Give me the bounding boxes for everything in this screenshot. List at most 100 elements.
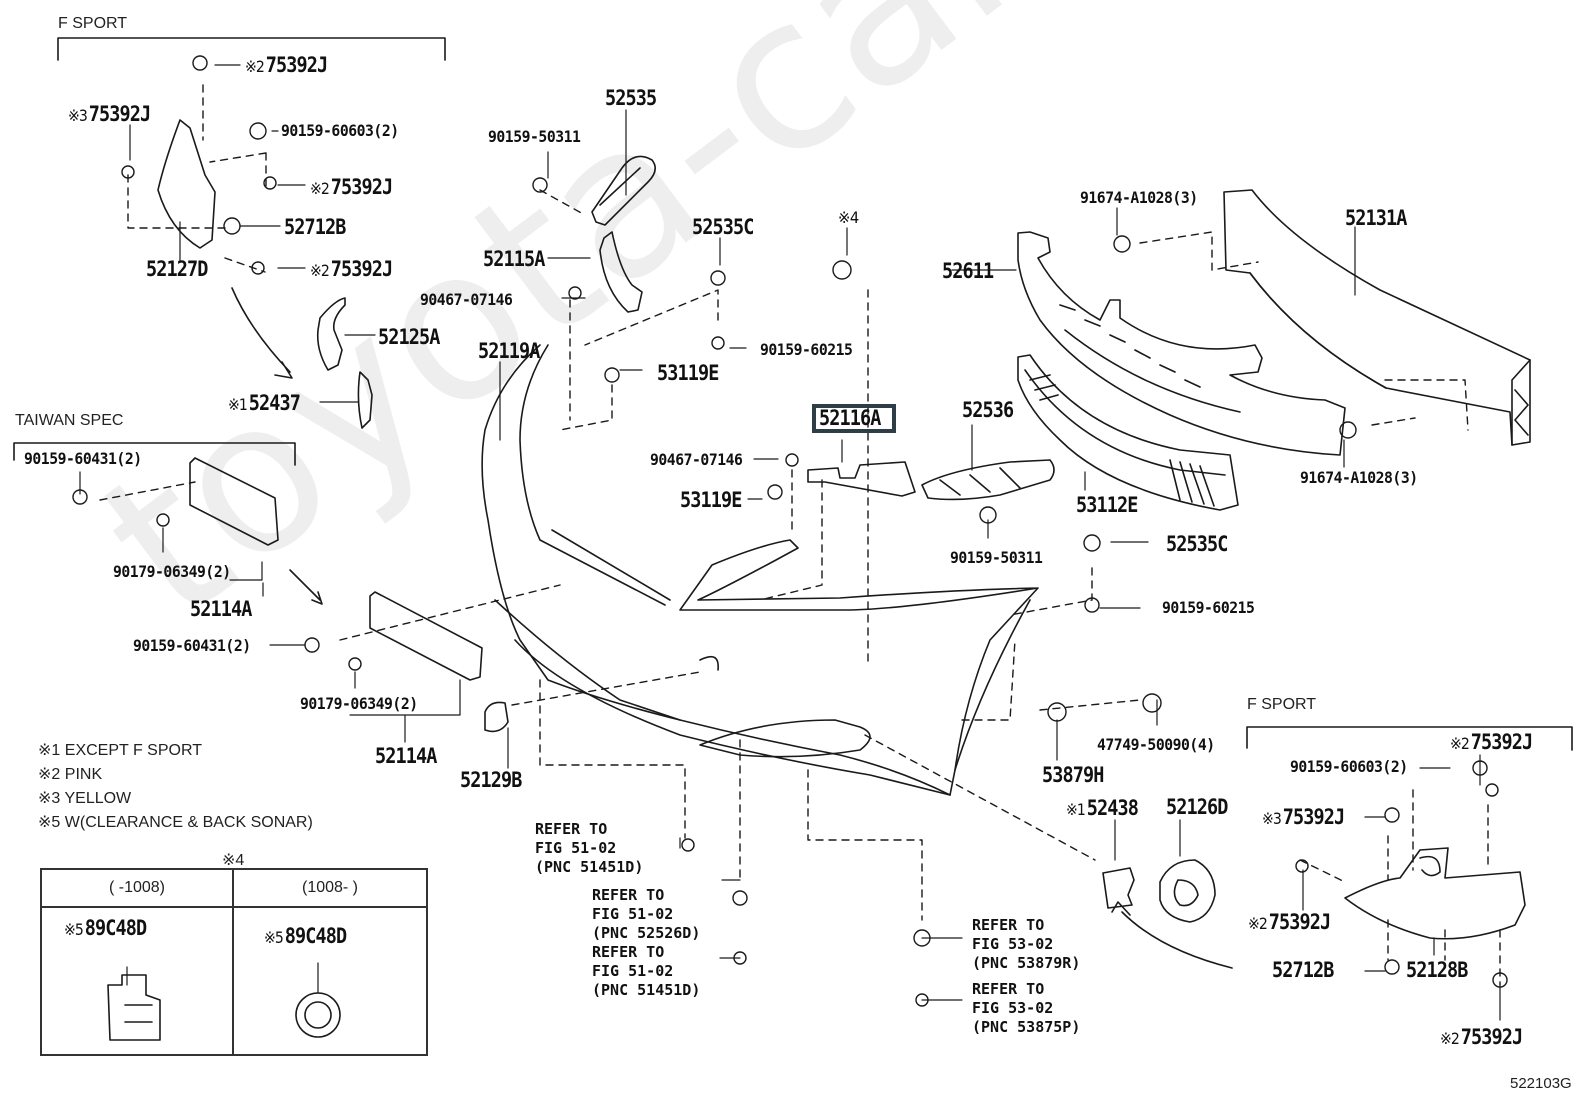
part-label-52535[interactable]: 52535 <box>605 86 657 110</box>
part-label-52437[interactable]: ※152437 <box>228 391 301 415</box>
part-52114A-top-shape <box>189 457 279 546</box>
part-52536-shape <box>921 459 1055 501</box>
part-label-52125A[interactable]: 52125A <box>378 325 440 349</box>
part-label-75392J[interactable]: ※275392J <box>1248 910 1331 934</box>
fastener-symbols <box>72 55 1508 1007</box>
part-label-75392J[interactable]: ※275392J <box>1440 1025 1523 1049</box>
part-label-52115A[interactable]: 52115A <box>483 247 545 271</box>
section-label-f-sport-top: F SPORT <box>58 15 128 32</box>
part-label-90159-50311[interactable]: 90159-50311 <box>488 127 581 146</box>
part-53112E-shape <box>1017 354 1239 511</box>
part-label-52536[interactable]: 52536 <box>962 398 1014 422</box>
reference-note[interactable]: REFER TO FIG 51-02 (PNC 52526D) <box>592 886 701 942</box>
legend-note: ※3 YELLOW <box>38 788 131 808</box>
figure-id: 522103G <box>1510 1075 1572 1092</box>
sub-table-cell: ※589C48D <box>232 906 428 1056</box>
part-label-90159-60215[interactable]: 90159-60215 <box>1162 598 1255 617</box>
part-number: 52437 <box>248 391 301 415</box>
part-label-90159-50311[interactable]: 90159-50311 <box>950 548 1043 567</box>
part-number: 75392J <box>330 257 393 281</box>
part-label-90159-60431[interactable]: 90159-60431(2) <box>133 636 251 655</box>
part-label-75392J[interactable]: ※275392J <box>1450 730 1533 754</box>
arrow-left-curve <box>231 287 293 379</box>
part-label-53119E[interactable]: 53119E <box>657 361 719 385</box>
part-label-75392J[interactable]: ※275392J <box>310 257 393 281</box>
part-label-89C48D[interactable]: ※589C48D <box>264 926 407 947</box>
part-number: 75392J <box>1268 910 1331 934</box>
part-number: 89C48D <box>284 924 347 948</box>
part-number: 75392J <box>1470 730 1533 754</box>
part-number: 75392J <box>1282 805 1345 829</box>
part-label-90467-07146[interactable]: 90467-07146 <box>420 290 513 309</box>
part-label-90179-06349[interactable]: 90179-06349(2) <box>300 694 418 713</box>
note-text: EXCEPT F SPORT <box>64 742 202 759</box>
part-label-53112E[interactable]: 53112E <box>1076 493 1138 517</box>
part-label-52131A[interactable]: 52131A <box>1345 206 1407 230</box>
part-label-75392J[interactable]: ※375392J <box>1262 805 1345 829</box>
note-mark: ※2 <box>1248 914 1268 933</box>
reference-note[interactable]: REFER TO FIG 53-02 (PNC 53875P) <box>972 980 1081 1036</box>
part-label-52127D[interactable]: 52127D <box>146 257 208 281</box>
reference-note[interactable]: REFER TO FIG 51-02 (PNC 51451D) <box>592 943 701 999</box>
reference-note[interactable]: REFER TO FIG 51-02 (PNC 51451D) <box>535 820 644 876</box>
note-mark: ※1 <box>38 742 61 759</box>
part-label-52535C[interactable]: 52535C <box>692 215 754 239</box>
sub-table-cell: ※589C48D <box>40 906 234 1056</box>
reference-note[interactable]: REFER TO FIG 53-02 (PNC 53879R) <box>972 916 1081 972</box>
part-label-52116A[interactable]: 52116A <box>819 406 881 430</box>
part-label-75392J[interactable]: ※375392J <box>68 104 151 125</box>
part-label-90159-60431[interactable]: 90159-60431(2) <box>24 449 142 468</box>
note-mark: ※4 <box>838 208 859 227</box>
note-mark: ※5 <box>38 814 61 831</box>
note-mark: ※3 <box>38 790 61 807</box>
part-52125A-shape <box>316 297 346 371</box>
part-52131A-shape <box>1223 189 1531 446</box>
part-label-90159-60215[interactable]: 90159-60215 <box>760 340 853 359</box>
note-mark: ※2 <box>1450 734 1470 753</box>
taiwan-bracket <box>13 442 296 466</box>
part-label-52611[interactable]: 52611 <box>942 259 994 283</box>
part-label-52126D[interactable]: 52126D <box>1166 795 1228 819</box>
part-number: 52438 <box>1086 796 1139 820</box>
sub-table-range: (1008- ) <box>232 868 428 908</box>
part-label-star4[interactable]: ※4 <box>838 210 861 226</box>
part-label-47749-50090[interactable]: 47749-50090(4) <box>1097 735 1215 754</box>
part-label-52129B[interactable]: 52129B <box>460 768 522 792</box>
sub-table-title: ※4 <box>222 852 245 869</box>
part-52116A-shape <box>807 461 916 497</box>
part-number: 75392J <box>1460 1025 1523 1049</box>
part-label-91674-A1028[interactable]: 91674-A1028(3) <box>1080 188 1198 207</box>
part-label-52438[interactable]: ※152438 <box>1066 796 1139 820</box>
part-number: 89C48D <box>84 916 147 940</box>
part-label-75392J[interactable]: ※275392J <box>310 177 393 198</box>
part-label-52119A[interactable]: 52119A <box>478 339 540 363</box>
part-label-52114A[interactable]: 52114A <box>190 597 252 621</box>
part-label-75392J[interactable]: ※275392J <box>245 53 328 77</box>
part-label-90159-60603[interactable]: 90159-60603(2) <box>281 121 399 140</box>
part-label-52114A[interactable]: 52114A <box>375 744 437 768</box>
part-label-90467-07146[interactable]: 90467-07146 <box>650 450 743 469</box>
part-number: 75392J <box>265 53 328 77</box>
arrow-right-curve <box>1111 901 1233 969</box>
part-52126D-shape <box>1159 859 1216 923</box>
note-mark: ※3 <box>1262 809 1282 828</box>
part-label-53119E[interactable]: 53119E <box>680 488 742 512</box>
part-label-52535C[interactable]: 52535C <box>1166 532 1228 556</box>
part-52535-shape <box>591 155 656 226</box>
part-label-52128B[interactable]: 52128B <box>1406 958 1468 982</box>
note-mark: ※2 <box>1440 1029 1460 1048</box>
section-label-f-sport-bottom: F SPORT <box>1247 696 1317 713</box>
part-label-90159-60603[interactable]: 90159-60603(2) <box>1290 757 1408 776</box>
part-label-52712B[interactable]: 52712B <box>1272 958 1334 982</box>
f-sport-bracket-bottom <box>1246 726 1573 751</box>
part-52438-shape <box>1102 867 1135 909</box>
part-label-52712B[interactable]: 52712B <box>284 215 346 239</box>
part-label-89C48D[interactable]: ※589C48D <box>64 918 212 939</box>
note-mark: ※5 <box>64 920 84 939</box>
part-label-53879H[interactable]: 53879H <box>1042 763 1104 787</box>
part-label-91674-A1028[interactable]: 91674-A1028(3) <box>1300 468 1418 487</box>
part-label-90179-06349[interactable]: 90179-06349(2) <box>113 562 231 581</box>
sub-table-range: ( -1008) <box>40 868 234 908</box>
highlighted-part-box[interactable]: 52116A <box>812 404 896 433</box>
